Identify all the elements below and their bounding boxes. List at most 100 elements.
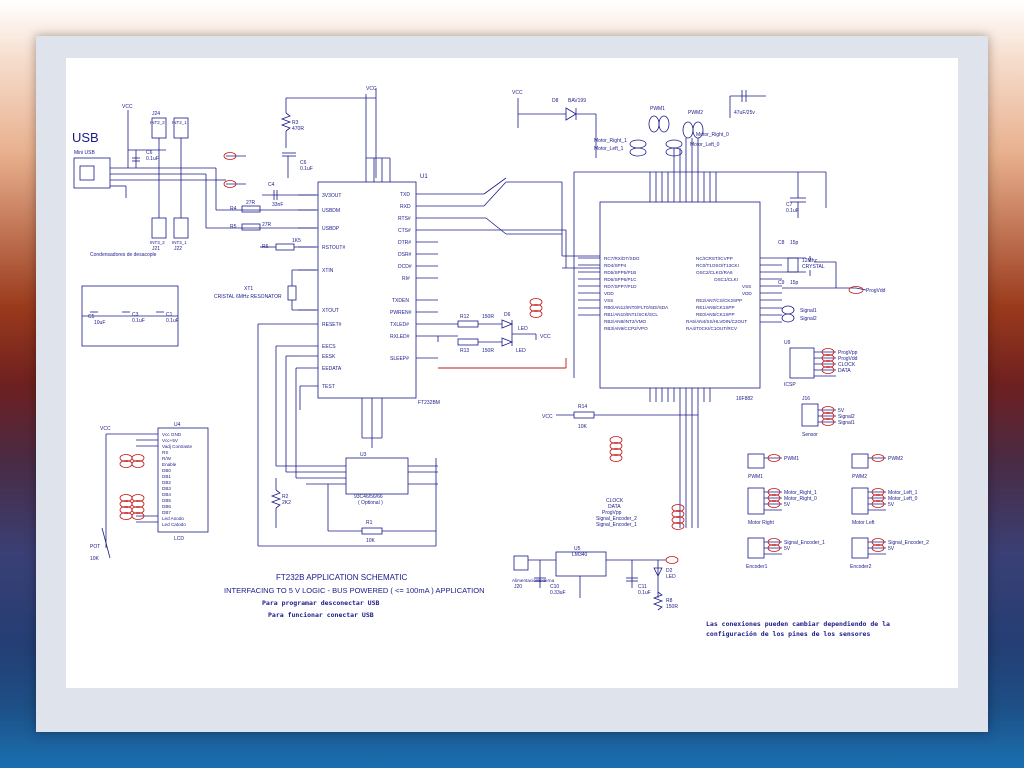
motor-left-top: Motor_Left_1 [594, 146, 624, 152]
led2-label: LED [516, 348, 526, 354]
xtal2-sub: CRYSTAL [802, 264, 825, 270]
caption-run: Para funcionar conectar USB [268, 611, 374, 619]
u2-right-pin-labels: NC/ICRST/ICVPP RC0/T1OSO/T13CKI OSC2/CLK… [686, 256, 752, 331]
schematic-sheet: USB Mini USB VCC VCC VCC J24 INT2_2 INT2… [66, 58, 958, 688]
sensor-signal1: Signal1 [838, 420, 855, 426]
u2-pin-rd7: RD7/SPP7/P1D [604, 284, 637, 289]
c7-value: 0.1uF [786, 208, 799, 214]
r8-value: 150R [666, 604, 678, 610]
u2-pin-rc0: RC0/T1OSO/T13CKI [696, 263, 739, 268]
u1-ft232bm [317, 181, 417, 399]
r12-value: 150R [482, 314, 494, 320]
u1-pin-rxled: RXLED# [390, 334, 410, 340]
pwm2-net: PWM2 [888, 456, 903, 462]
u2-pin-osc2: OSC2/CLKO/RA6 [696, 270, 733, 275]
icsp-progvpp: ProgVpp [838, 350, 858, 356]
r6-label: R6 [262, 244, 269, 250]
alim-label: AlimentacionExterna [512, 578, 555, 583]
u1-right-pin-labels: TXD RXD RTS# CTS# DTR# DSR# DCD# RI# TXD… [390, 192, 412, 362]
u1-pin-rts: RTS# [398, 216, 411, 222]
u1-pin-rxd: RXD [400, 204, 411, 210]
u2-pin-rc7: RC7/RX/DT/SDO [604, 256, 640, 261]
u2-bottom-pins [649, 388, 711, 528]
u1-pin-txden: TXDEN [392, 298, 409, 304]
u2-pin-rd6: RD6/SPP6/P1C [604, 277, 637, 282]
decoupling-label: Condensadores de desacople [90, 252, 157, 258]
u2-pin-re0: RE0/AN5/CK1SPP [696, 312, 735, 317]
u2-pin-rd5: RD5/SPP5/P1B [604, 270, 636, 275]
u5-value: LM340 [572, 552, 588, 558]
u1-pin-usbdm: USBDM [322, 208, 340, 214]
u2-pin-rb0: RB0/AN12/INT0/FLT0/SDI/SDA [604, 305, 669, 310]
r6-value: 1K5 [292, 238, 301, 244]
vcc-lcd: VCC [100, 426, 111, 432]
u1-name: FT232BM [418, 400, 440, 406]
u2-pin-re2: RE2/AN7/CS/CK2SPP [696, 298, 742, 303]
motor-l1-net: Motor_Left_1 [888, 490, 918, 496]
c4-label: C4 [268, 182, 275, 188]
u2-pin-ra5: RA5/AN4/SS/HLVDIN/C2OUT [686, 319, 747, 324]
encoder1-label: Encoder1 [746, 564, 768, 570]
c6-value: 0.1uF [300, 166, 313, 172]
u4-lcd [157, 427, 209, 533]
u2-name: 16F882 [736, 396, 753, 402]
c9-label: C9 [778, 280, 785, 286]
pwm1-label: PWM1 [748, 474, 763, 480]
u4-pin-5: Enable [162, 462, 177, 467]
xt1-label: XT1 [244, 286, 253, 292]
vcc-label-u1: VCC [366, 86, 377, 92]
int4-label: INT3_1 [172, 240, 187, 245]
u1-pin-dsr: DSR# [398, 252, 412, 258]
r1-value: 10K [366, 538, 376, 544]
u1-pin-eecs: EECS [322, 344, 336, 350]
u2-pin-rd4: RD4/SPP4 [604, 263, 627, 268]
u4-pin-8: DB2 [162, 480, 171, 485]
motor-left-label: Motor Left [852, 520, 875, 526]
u2-pin-re1: RE1/AN6/CK1SPP [696, 305, 735, 310]
c3-value: 0.1uF [132, 318, 145, 324]
u2-pin-rb2: RB2/AN8/INT2/VMO [604, 319, 647, 324]
j20-power-jack [513, 555, 529, 571]
d2-label: D2 [666, 568, 673, 574]
motor-r1-net: Motor_Right_1 [784, 490, 817, 496]
c8-value: 15p [790, 240, 799, 246]
u3-name: 93C46/56/66 [354, 494, 383, 500]
schematic-diagram: USB Mini USB VCC VCC VCC J24 INT2_2 INT2… [72, 86, 929, 638]
pwm1-header [747, 453, 765, 469]
u3-eeprom [345, 457, 409, 495]
enc1-net: Signal_Encoder_1 [784, 540, 825, 546]
d8-value: BAV199 [568, 98, 586, 104]
u1-pin-cts: CTS# [398, 228, 411, 234]
motor-left-header [851, 487, 869, 515]
d8-label: D8 [552, 98, 559, 104]
pwm1-net: PWM1 [784, 456, 799, 462]
u1-pin-xtout: XTOUT [322, 308, 339, 314]
c5-label: C5 [88, 314, 95, 320]
j16-label: J16 [802, 396, 810, 402]
u1-pin-dtr: DTR# [398, 240, 411, 246]
signal2-label: Signal2 [800, 316, 817, 322]
c9-value: 15p [790, 280, 799, 286]
u1-pin-pwren: PWREN# [390, 310, 412, 316]
led-label: LED [518, 326, 528, 332]
r14-value: 10K [578, 424, 588, 430]
u1-pin-xtin: XTIN [322, 268, 334, 274]
u4-pin-9: DB3 [162, 486, 171, 491]
c47-value: 47uF/25v [734, 110, 755, 116]
caption-title: FT232B APPLICATION SCHEMATIC [276, 573, 408, 582]
u4-pin-11: DB5 [162, 498, 171, 503]
motor-right-label: Motor Right [748, 520, 774, 526]
u1-label: U1 [420, 174, 428, 180]
u4-pin-labels: Vcc GND Vcc+5V Vadj Contraste RS R/W Ena… [162, 432, 192, 527]
u4-pin-15: Led Catodo [162, 522, 186, 527]
c10-label: C10 [550, 584, 559, 590]
vcc-led-label: VCC [540, 334, 551, 340]
progvdd-label: ProgVdd [866, 288, 886, 294]
pwm1-top-label: PWM1 [650, 106, 665, 112]
pot-value: 10K [90, 556, 100, 562]
r13-label: R13 [460, 348, 469, 354]
enc1-5v: 5V [784, 546, 791, 552]
net-ovals [119, 152, 885, 564]
r14-label: R14 [578, 404, 587, 410]
r13-value: 150R [482, 348, 494, 354]
